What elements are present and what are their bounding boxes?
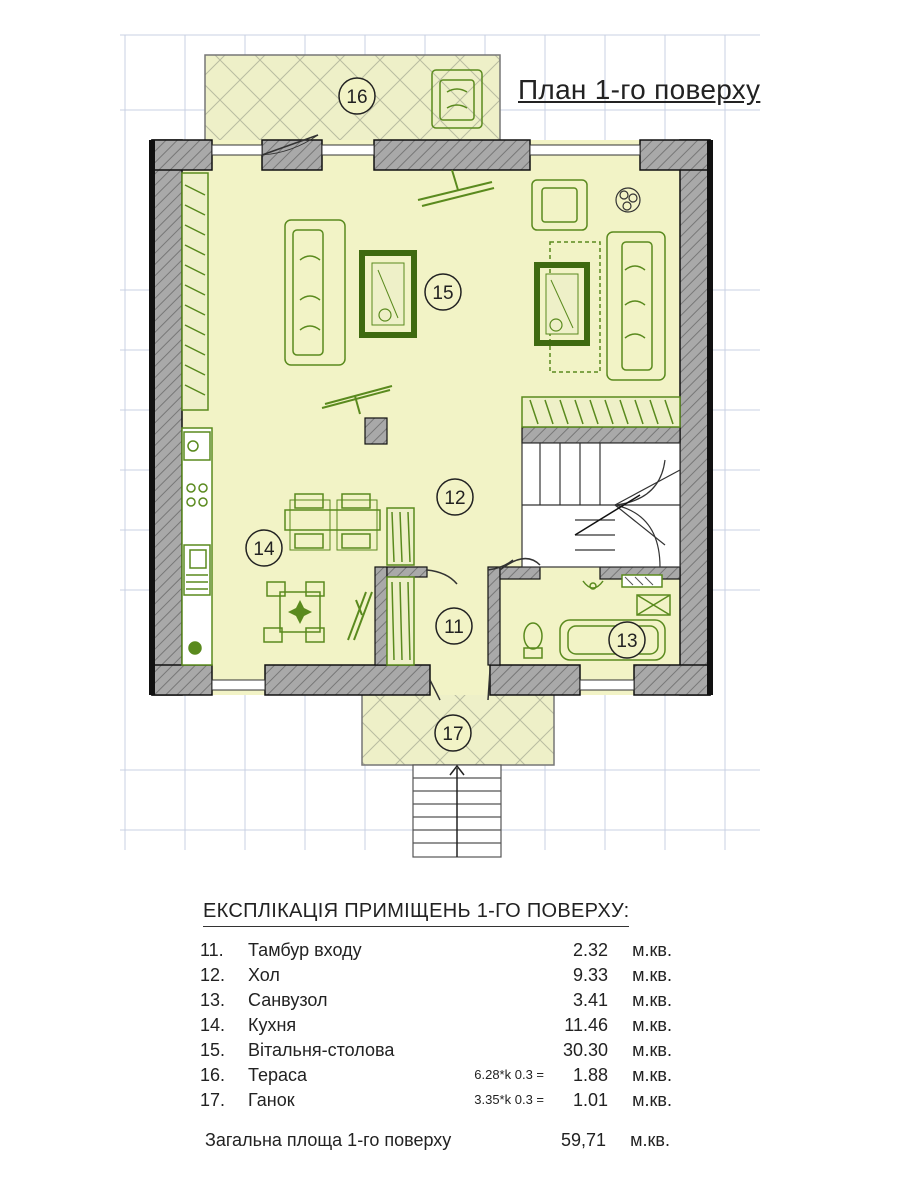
total-area: 59,71	[560, 1130, 606, 1150]
dining-table-main	[284, 493, 381, 551]
room-area: 1.01	[572, 1090, 608, 1110]
svg-text:11: 11	[444, 617, 464, 638]
outer-walls	[151, 139, 711, 696]
room-name: Тераса	[248, 1065, 308, 1085]
entrance-stairs	[412, 764, 502, 858]
explication-title: ЕКСПЛІКАЦІЯ ПРИМІЩЕНЬ 1-ГО ПОВЕРХУ:	[203, 900, 630, 927]
area-formula: 6.28*k 0.3 =	[474, 1067, 544, 1082]
explication-row: 13. Санвузол 3.41 м.кв.	[200, 990, 672, 1014]
dining-table-round	[263, 581, 325, 643]
room-area: 11.46	[564, 1015, 608, 1035]
area-unit: м.кв.	[632, 965, 672, 985]
explication-row: 15. Вітальня-столова 30.30 м.кв.	[200, 1040, 672, 1064]
row-number: 14.	[200, 1015, 226, 1035]
area-unit: м.кв.	[632, 940, 672, 960]
explication-row: 11. Тамбур входу 2.32 м.кв.	[200, 940, 672, 964]
outer-edge	[149, 140, 713, 695]
terrace-armchair	[431, 69, 483, 129]
windows	[211, 144, 641, 691]
plan-title: План 1-го поверху	[518, 74, 761, 105]
svg-text:16: 16	[346, 87, 367, 108]
room-area: 1.88	[572, 1065, 608, 1085]
area-unit: м.кв.	[632, 990, 672, 1010]
entry-bench	[347, 591, 373, 641]
svg-text:13: 13	[616, 631, 637, 652]
tv-unit-top	[417, 169, 495, 207]
room-name: Хол	[248, 965, 280, 985]
coffee-table-right	[534, 262, 590, 346]
kitchen-counter	[181, 427, 213, 666]
row-number: 11.	[200, 940, 224, 960]
area-formula: 3.35*k 0.3 =	[474, 1092, 544, 1107]
explication-row: 14. Кухня 11.46 м.кв.	[200, 1015, 672, 1039]
svg-text:12: 12	[444, 488, 465, 509]
storage-strips	[181, 172, 681, 666]
row-number: 17.	[200, 1090, 226, 1110]
room-name: Тамбур входу	[248, 940, 362, 960]
interior-staircase	[521, 442, 681, 568]
area-unit: м.кв.	[632, 1040, 672, 1060]
room-area: 2.32	[572, 940, 608, 960]
room-area: 30.30	[562, 1040, 608, 1060]
svg-text:14: 14	[253, 539, 275, 560]
row-number: 15.	[200, 1040, 226, 1060]
svg-text:17: 17	[442, 724, 463, 745]
room-name: Ганок	[248, 1090, 295, 1110]
room-label-15: 15	[424, 273, 462, 311]
room-name: Санвузол	[248, 990, 328, 1010]
area-unit: м.кв.	[632, 1065, 672, 1085]
room-labels: 16 15 12 14 11 13 17	[245, 77, 646, 752]
room-label-17: 17	[434, 714, 472, 752]
area-unit: м.кв.	[632, 1015, 672, 1035]
room-label-11: 11	[435, 607, 473, 645]
bathroom-fixtures	[523, 574, 671, 661]
room-name: Кухня	[248, 1015, 297, 1035]
explication-row: 16. Тераса 6.28*k 0.3 = 1.88 м.кв.	[200, 1065, 672, 1089]
svg-text:15: 15	[432, 283, 453, 304]
plant-icon	[615, 187, 641, 213]
coffee-table-left	[359, 250, 417, 338]
total-unit: м.кв.	[630, 1130, 670, 1150]
explication-row: 17. Ганок 3.35*k 0.3 = 1.01 м.кв.	[200, 1090, 672, 1114]
floor-plan: 16 15 12 14 11 13 17	[120, 34, 760, 858]
room-area: 3.41	[572, 990, 608, 1010]
room-name: Вітальня-столова	[248, 1040, 395, 1060]
total-label: Загальна площа 1-го поверху	[205, 1130, 452, 1150]
room-label-16: 16	[338, 77, 376, 115]
tv-unit-middle	[321, 385, 393, 415]
row-number: 16.	[200, 1065, 226, 1085]
room-label-12: 12	[436, 478, 474, 516]
row-number: 12.	[200, 965, 226, 985]
sofa-left	[284, 219, 346, 366]
room-label-14: 14	[245, 529, 283, 567]
doors	[261, 134, 541, 701]
explication-row: 12. Хол 9.33 м.кв.	[200, 965, 672, 989]
interior-walls	[364, 417, 681, 666]
armchair	[531, 179, 588, 231]
room-area: 9.33	[572, 965, 608, 985]
row-number: 13.	[200, 990, 226, 1010]
area-unit: м.кв.	[632, 1090, 672, 1110]
room-label-13: 13	[608, 621, 646, 659]
